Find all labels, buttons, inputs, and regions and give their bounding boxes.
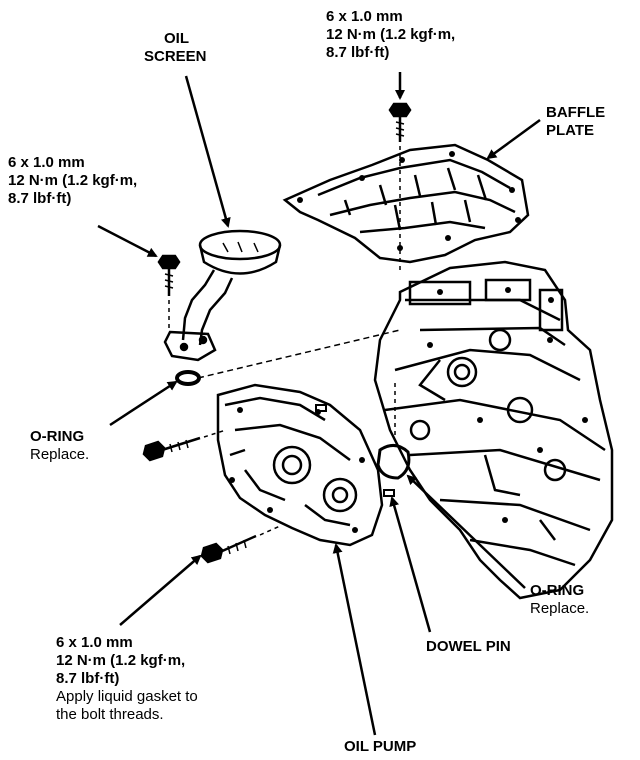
o-ring-left-label: O-RING Replace. xyxy=(30,428,90,463)
baffle-plate-holes xyxy=(297,151,521,251)
oil-pump-bolt-holes xyxy=(229,407,365,533)
oil-screen-label: OIL SCREEN xyxy=(144,30,207,65)
baffle-bolt xyxy=(388,102,412,272)
leader-oil-pump xyxy=(332,543,377,736)
dowel-pin-upper xyxy=(315,404,327,412)
leader-bolt-bottom xyxy=(119,554,202,626)
bolt-spec-top: 6 x 1.0 mm 12 N·m (1.2 kgf·m, 8.7 lbf·ft… xyxy=(326,8,455,62)
oil-pump-bolt-bottom xyxy=(200,525,281,564)
leader-baffle-plate xyxy=(486,118,541,160)
leader-oil-screen xyxy=(184,75,231,228)
oil-pump-bolt-left xyxy=(142,429,227,462)
baffle-plate xyxy=(282,143,530,264)
oil-screen xyxy=(163,229,282,362)
leader-o-ring-left xyxy=(109,380,178,427)
leader-dowel-pin xyxy=(389,496,432,633)
bolt-spec-top-torque-imperial: 8.7 lbf·ft) xyxy=(326,44,390,61)
oil-pump-label: OIL PUMP xyxy=(344,738,417,755)
oil-screen-o-ring xyxy=(175,370,201,386)
engine-block xyxy=(373,260,614,600)
oil-pump xyxy=(216,383,384,547)
leader-o-ring-right xyxy=(406,474,526,589)
oil-pump-o-ring xyxy=(376,444,411,480)
oil-screen-bolt xyxy=(157,254,181,330)
leader-bolt-left xyxy=(97,224,158,258)
bolt-spec-top-size: 6 x 1.0 mm xyxy=(326,8,403,25)
o-ring-right-label: O-RING Replace. xyxy=(530,582,590,617)
baffle-plate-label: BAFFLE PLATE xyxy=(546,104,606,139)
dowel-pin-label: DOWEL PIN xyxy=(426,638,511,655)
bolt-spec-left: 6 x 1.0 mm 12 N·m (1.2 kgf·m, 8.7 lbf·ft… xyxy=(8,154,138,207)
alignment-line xyxy=(197,329,401,379)
bolt-spec-bottom: 6 x 1.0 mm 12 N·m (1.2 kgf·m, 8.7 lbf·ft… xyxy=(56,634,198,723)
dowel-pin-lower xyxy=(383,489,395,497)
leader-arrows xyxy=(97,72,541,736)
bolt-spec-top-torque: 12 N·m (1.2 kgf·m, xyxy=(326,26,456,43)
engine-bolts xyxy=(427,287,588,523)
